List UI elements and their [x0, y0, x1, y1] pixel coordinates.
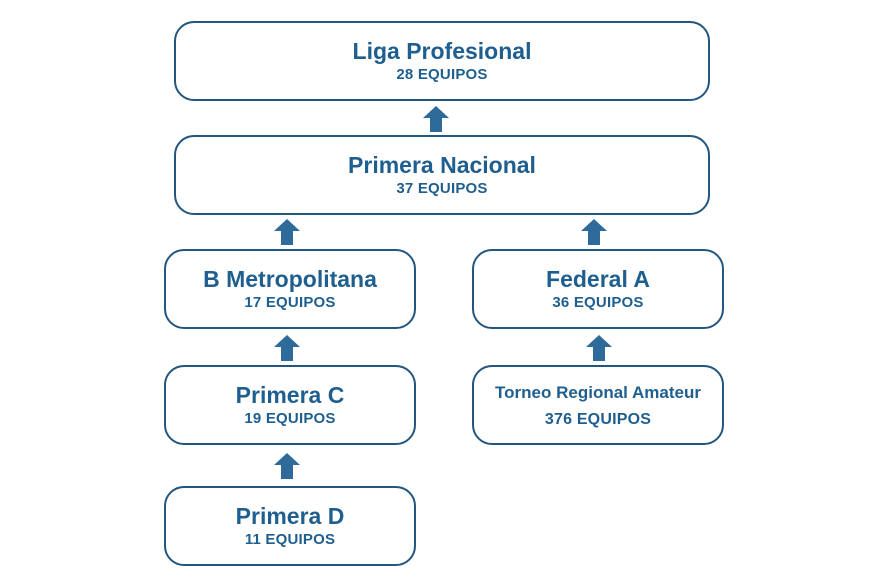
arrow-up-icon: [581, 219, 607, 245]
node-name: Primera D: [235, 503, 345, 529]
node-count: 376 EQUIPOS: [544, 410, 652, 428]
node-name: Primera C: [235, 382, 345, 408]
arrow-up-icon: [586, 335, 612, 361]
node-count: 17 EQUIPOS: [244, 294, 336, 311]
node-count: 28 EQUIPOS: [396, 66, 488, 83]
node-primera-c: Primera C 19 EQUIPOS: [164, 365, 416, 445]
node-count: 37 EQUIPOS: [396, 180, 488, 197]
node-name: Federal A: [546, 266, 650, 292]
node-primera-nacional: Primera Nacional 37 EQUIPOS: [174, 135, 710, 215]
arrow-up-icon: [274, 219, 300, 245]
node-b-metropolitana: B Metropolitana 17 EQUIPOS: [164, 249, 416, 329]
node-liga-profesional: Liga Profesional 28 EQUIPOS: [174, 21, 710, 101]
node-count: 11 EQUIPOS: [244, 531, 336, 548]
node-federal-a: Federal A 36 EQUIPOS: [472, 249, 724, 329]
arrow-up-icon: [274, 335, 300, 361]
node-name: Torneo Regional Amateur: [495, 382, 701, 402]
node-name: Liga Profesional: [352, 38, 532, 64]
arrow-up-icon: [423, 106, 449, 132]
node-count: 19 EQUIPOS: [244, 410, 336, 427]
node-primera-d: Primera D 11 EQUIPOS: [164, 486, 416, 566]
node-name: B Metropolitana: [203, 266, 377, 292]
node-torneo-regional-amateur: Torneo Regional Amateur 376 EQUIPOS: [472, 365, 724, 445]
node-count: 36 EQUIPOS: [552, 294, 644, 311]
arrow-up-icon: [274, 453, 300, 479]
node-name: Primera Nacional: [348, 152, 536, 178]
